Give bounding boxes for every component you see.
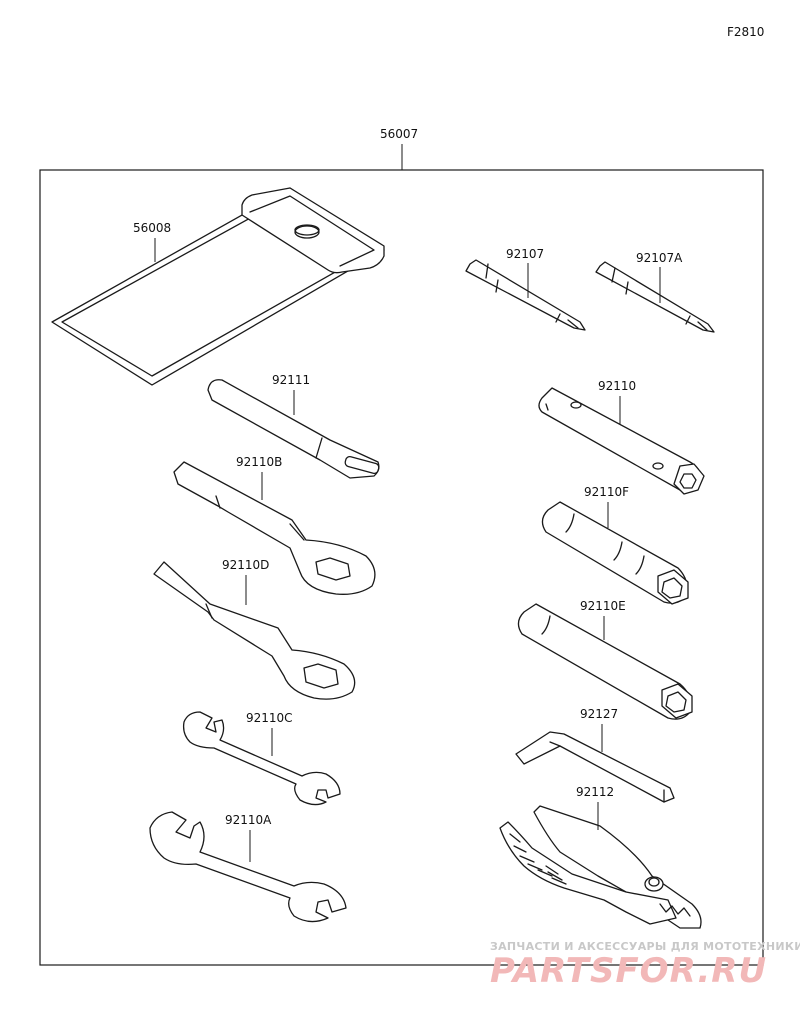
spanner-c-drawing	[182, 711, 341, 806]
watermark-tagline: ЗАПЧАСТИ И АКСЕССУАРЫ ДЛЯ МОТОТЕХНИКИ	[490, 940, 800, 953]
box-wrench-d-part-label[interactable]: 92110D	[222, 558, 269, 572]
tool-pouch-drawing	[51, 187, 385, 386]
bar-drawing	[207, 379, 380, 479]
pliers-part-label[interactable]: 92112	[576, 785, 614, 799]
spanner-a-part-label[interactable]: 92110A	[225, 813, 272, 827]
screwdriver-part-label[interactable]: 92107	[506, 247, 544, 261]
socket-wrench-e-part-label[interactable]: 92110E	[580, 599, 626, 613]
socket-wrench-f-part-label[interactable]: 92110F	[584, 485, 629, 499]
bar-part-label[interactable]: 92111	[272, 373, 310, 387]
assembly-frame	[39, 169, 764, 966]
box-wrench-d-drawing	[153, 561, 356, 700]
box-wrench-b-drawing	[173, 461, 376, 595]
socket-wrench-e-drawing	[517, 603, 693, 720]
screwdriver-a-part-label[interactable]: 92107A	[636, 251, 683, 265]
hex-key-part-label[interactable]: 92127	[580, 707, 618, 721]
pliers-drawing	[499, 805, 702, 929]
hex-key-drawing	[515, 731, 675, 803]
screwdriver-a-drawing	[595, 261, 715, 333]
socket-wrench-part-label[interactable]: 92110	[598, 379, 636, 393]
socket-wrench-drawing	[538, 387, 705, 495]
box-wrench-b-part-label[interactable]: 92110B	[236, 455, 282, 469]
spanner-a-drawing	[149, 811, 347, 923]
assembly-part-label[interactable]: 56007	[380, 127, 418, 141]
watermark-site: PARTSFOR.RU	[490, 951, 767, 991]
spanner-c-part-label[interactable]: 92110C	[246, 711, 293, 725]
figure-id: F2810	[727, 25, 764, 39]
socket-wrench-f-drawing	[541, 501, 689, 605]
pouch-part-label[interactable]: 56008	[133, 221, 171, 235]
screwdriver-drawing	[465, 259, 586, 331]
